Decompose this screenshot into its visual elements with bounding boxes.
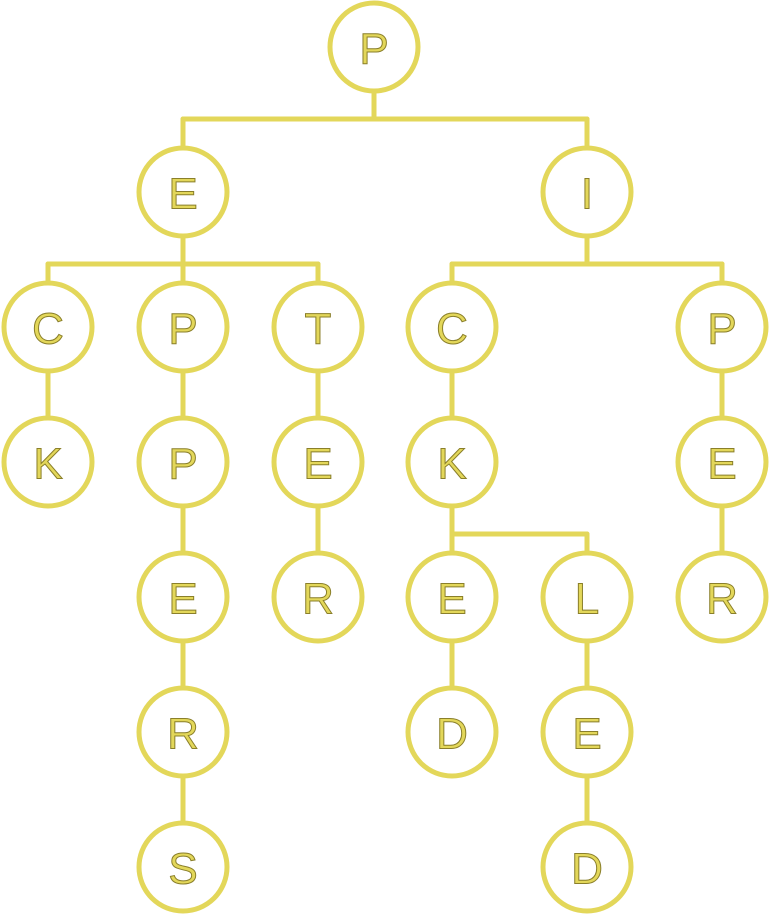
node-label: L: [575, 575, 599, 624]
tree-node-e: E: [136, 550, 230, 644]
node-label: D: [436, 710, 468, 759]
node-label: K: [33, 440, 62, 489]
tree-node-e: E: [540, 685, 634, 779]
tree-node-k: K: [405, 415, 499, 509]
tree-node-l: L: [540, 550, 634, 644]
node-circle: [1, 415, 95, 509]
tree-node-d: D: [540, 820, 634, 914]
node-label: P: [168, 305, 197, 354]
node-label: E: [437, 575, 466, 624]
node-circle: [271, 280, 365, 374]
tree-node-e: E: [271, 415, 365, 509]
node-circle: [136, 685, 230, 779]
tree-node-i: I: [540, 145, 634, 239]
node-label: D: [571, 845, 603, 894]
tree-node-p: P: [327, 0, 421, 94]
node-label: E: [168, 575, 197, 624]
node-circle: [327, 0, 421, 94]
tree-node-r: R: [271, 550, 365, 644]
tree-node-s: S: [136, 820, 230, 914]
node-circle: [136, 280, 230, 374]
node-circle: [405, 415, 499, 509]
tree-node-e: E: [675, 415, 769, 509]
node-circle: [271, 550, 365, 644]
tree-node-p: P: [136, 280, 230, 374]
node-label: R: [167, 710, 199, 759]
tree-node-p: P: [675, 280, 769, 374]
node-circle: [675, 550, 769, 644]
node-circle: [271, 415, 365, 509]
node-circle: [405, 550, 499, 644]
node-circle: [1, 280, 95, 374]
node-label: P: [359, 25, 388, 74]
node-label: E: [168, 170, 197, 219]
node-label: P: [168, 440, 197, 489]
tree-node-r: R: [136, 685, 230, 779]
node-circle: [540, 820, 634, 914]
node-circle: [136, 145, 230, 239]
node-circle: [136, 550, 230, 644]
tree-node-p: P: [136, 415, 230, 509]
node-label: S: [168, 845, 197, 894]
node-circle: [675, 415, 769, 509]
node-label: E: [572, 710, 601, 759]
node-label: R: [706, 575, 738, 624]
node-circle: [405, 685, 499, 779]
node-circle: [540, 685, 634, 779]
node-label: P: [707, 305, 736, 354]
node-circle: [540, 550, 634, 644]
node-label: I: [581, 170, 593, 219]
tree-node-c: C: [1, 280, 95, 374]
tree-node-k: K: [1, 415, 95, 509]
node-circle: [405, 280, 499, 374]
tree-node-c: C: [405, 280, 499, 374]
node-label: E: [303, 440, 332, 489]
node-label: K: [437, 440, 466, 489]
tree-node-t: T: [271, 280, 365, 374]
tree-node-r: R: [675, 550, 769, 644]
node-circle: [675, 280, 769, 374]
node-circle: [540, 145, 634, 239]
node-label: T: [305, 305, 332, 354]
node-circle: [136, 415, 230, 509]
node-circle: [136, 820, 230, 914]
tree-node-e: E: [405, 550, 499, 644]
node-label: R: [302, 575, 334, 624]
tree-node-e: E: [136, 145, 230, 239]
tree-node-d: D: [405, 685, 499, 779]
tree-edges: [45, 88, 725, 826]
node-label: C: [32, 305, 64, 354]
node-label: C: [436, 305, 468, 354]
node-label: E: [707, 440, 736, 489]
